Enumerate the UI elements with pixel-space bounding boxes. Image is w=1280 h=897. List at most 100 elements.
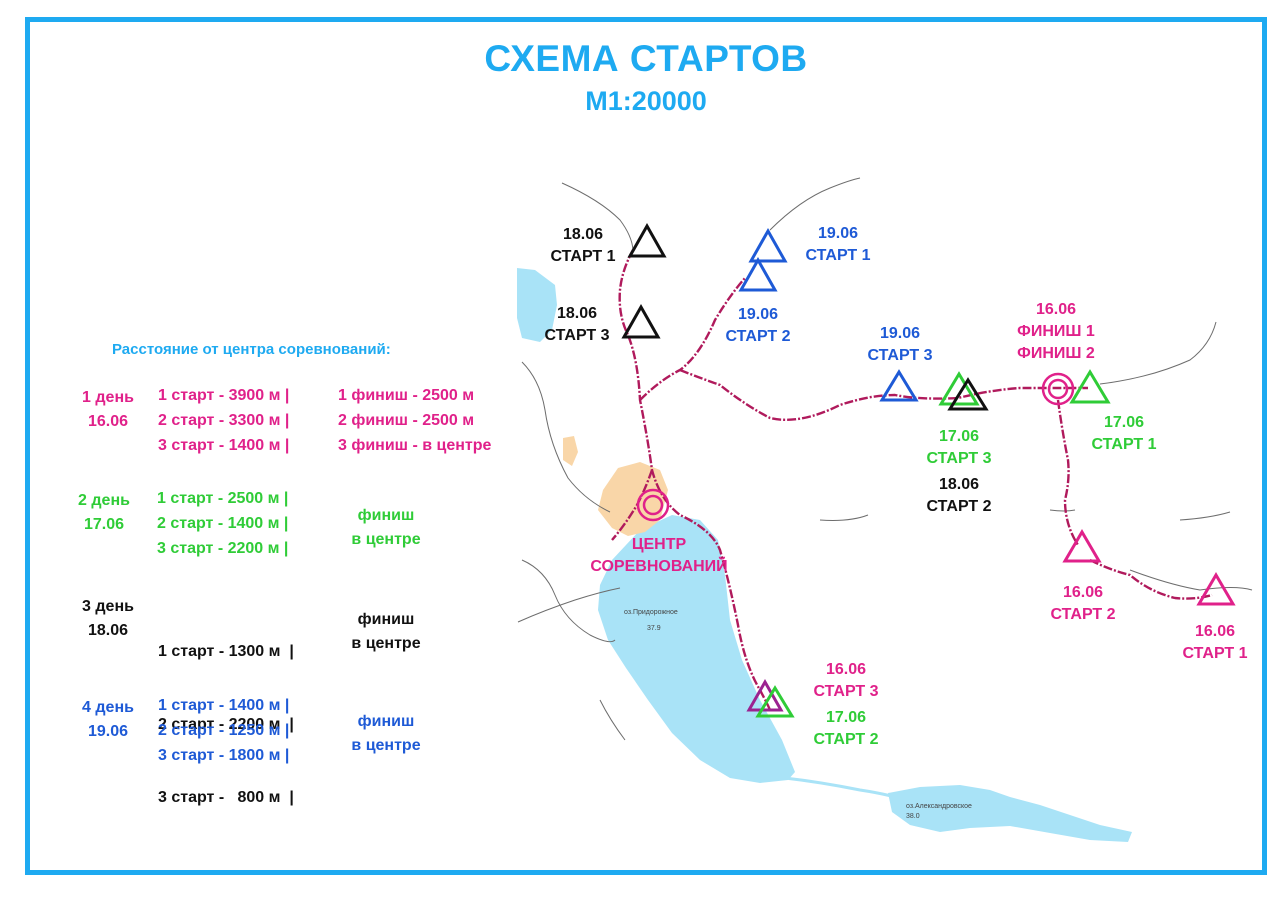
legend-day-2-finish: финиш в центре [336,504,436,552]
legend-finish-line: 2 финиш - 2500 м [338,412,475,429]
legend-start-line: 2 старт - 1400 м | [157,515,289,532]
label-18-s2-name: СТАРТ 2 [926,498,991,515]
minor-paths [517,177,1253,741]
legend-day-3-name: 3 день [82,598,134,615]
legend-day-1: 1 день 16.06 [72,386,144,434]
competition-center-icon [636,488,670,522]
lake-pridorozhnoe [598,515,795,783]
start-triangle-icon-16-1 [1196,572,1236,606]
start-triangle-icon-17-3 [938,371,980,406]
label-16-s1-name: СТАРТ 1 [1182,645,1247,662]
label-16-s1-date: 16.06 [1195,623,1235,640]
start-triangle-icon-16-3 [746,678,784,712]
legend-finish-line: 3 финиш - в центре [338,437,492,454]
legend-finish-line: в центре [351,737,421,754]
lake-2-name: оз.Александровское [906,803,972,810]
label-18-s1-date: 18.06 [563,226,603,243]
legend-start-line: 1 старт - 1400 м | [158,697,290,714]
legend-day-1-name: 1 день [82,389,134,406]
legend-finish-line: 1 финиш - 2500 м [338,387,475,404]
label-16-s2-date: 16.06 [1063,584,1103,601]
legend-day-3-finish: финиш в центре [336,608,436,656]
label-19-s2-date: 19.06 [738,306,778,323]
label-16-s3-name: СТАРТ 3 [813,683,878,700]
label-17-s2-date: 17.06 [826,709,866,726]
start-triangle-icon-18-3 [621,303,661,339]
legend-start-line: 3 старт - 1800 м | [158,747,290,764]
label-18-s2-date: 18.06 [939,476,979,493]
label-18-s3-date: 18.06 [557,305,597,322]
legend-day-2: 2 день 17.06 [68,489,140,537]
legend-day-2-date: 17.06 [83,516,125,533]
label-16-fin-1: ФИНИШ 1 [1017,323,1095,340]
start-triangle-icon-18-2 [947,377,989,411]
label-16-fin-2: ФИНИШ 2 [1017,345,1095,362]
legend-heading: Расстояние от центра соревнований: [112,341,391,358]
legend-day-2-name: 2 день [78,492,130,509]
start-triangle-icon-19-2 [738,256,778,292]
label-16-s2-name: СТАРТ 2 [1050,606,1115,623]
legend-start-line: 1 старт - 3900 м | [158,387,290,404]
label-19-s3-name: СТАРТ 3 [867,347,932,364]
start-triangle-icon-19-3 [879,369,919,402]
label-16-s3-date: 16.06 [826,661,866,678]
label-18-s3-name: СТАРТ 3 [544,327,609,344]
start-triangle-icon-18-1 [627,222,667,258]
label-17-s1-name: СТАРТ 1 [1091,436,1156,453]
legend-day-4-name: 4 день [82,699,134,716]
legend-finish-line: финиш [357,611,415,628]
lake-1-name: оз.Придорожное [624,609,678,616]
start-triangle-icon-16-2 [1062,529,1102,563]
lake-2-height: 38.0 [906,813,920,820]
lake-1-height: 37.9 [647,625,661,632]
legend-day-4-starts: 1 старт - 1400 м | 2 старт - 1250 м | 3 … [158,694,289,769]
label-16-fin-date: 16.06 [1036,301,1076,318]
legend-finish-line: финиш [357,713,415,730]
label-19-s1-name: СТАРТ 1 [805,247,870,264]
label-17-s1-date: 17.06 [1104,414,1144,431]
label-17-s3-name: СТАРТ 3 [926,450,991,467]
legend-start-line: 1 старт - 1300 м | [158,643,294,660]
race-roads [611,249,1213,711]
legend-day-1-starts: 1 старт - 3900 м | 2 старт - 3300 м | 3 … [158,384,289,459]
label-19-s2-name: СТАРТ 2 [725,328,790,345]
finish-icon [1041,372,1075,406]
legend-day-4-date: 19.06 [87,723,129,740]
label-19-s3-date: 19.06 [880,325,920,342]
settlement-area-small [563,436,578,466]
legend-start-line: 2 старт - 2200 м | [158,716,294,733]
map-frame [25,17,1267,875]
settlement-area [598,462,668,536]
page-title: СХЕМА СТАРТОВ [484,38,808,79]
legend-day-4-finish: финиш в центре [336,710,436,758]
lake-aleksandrovskoe [888,785,1132,842]
label-17-s2-name: СТАРТ 2 [813,731,878,748]
center-label-line-1: ЦЕНТР [632,536,687,553]
label-19-s1-date: 19.06 [818,225,858,242]
map-scale: М1:20000 [585,86,707,116]
legend-day-3: 3 день 18.06 [72,595,144,643]
legend-start-line: 3 старт - 800 м | [158,789,294,806]
legend-day-2-starts: 1 старт - 2500 м | 2 старт - 1400 м | 3 … [157,487,288,562]
label-18-s1-name: СТАРТ 1 [550,248,615,265]
legend-finish-line: в центре [351,635,421,652]
creek [784,776,896,799]
label-17-s3-date: 17.06 [939,428,979,445]
legend-day-3-starts: 1 старт - 1300 м | 2 старт - 2200 м | 3 … [158,592,294,835]
legend-start-line: 2 старт - 3300 м | [158,412,290,429]
legend-start-line: 2 старт - 1250 м | [158,722,290,739]
legend-finish-line: финиш [357,507,415,524]
water-body-north [517,268,557,342]
legend-day-4: 4 день 19.06 [72,696,144,744]
legend-day-3-date: 18.06 [87,622,129,639]
start-triangle-icon-17-2 [755,685,795,718]
legend-start-line: 1 старт - 2500 м | [157,490,289,507]
legend-finish-line: в центре [351,531,421,548]
start-triangle-icon-19-1 [748,227,788,263]
center-label-line-2: СОРЕВНОВАНИЙ [590,556,727,575]
legend-start-line: 3 старт - 1400 м | [158,437,290,454]
legend-day-1-date: 16.06 [87,413,129,430]
start-triangle-icon-17-1 [1069,369,1111,404]
legend-day-1-finish: 1 финиш - 2500 м 2 финиш - 2500 м 3 фини… [338,384,491,459]
